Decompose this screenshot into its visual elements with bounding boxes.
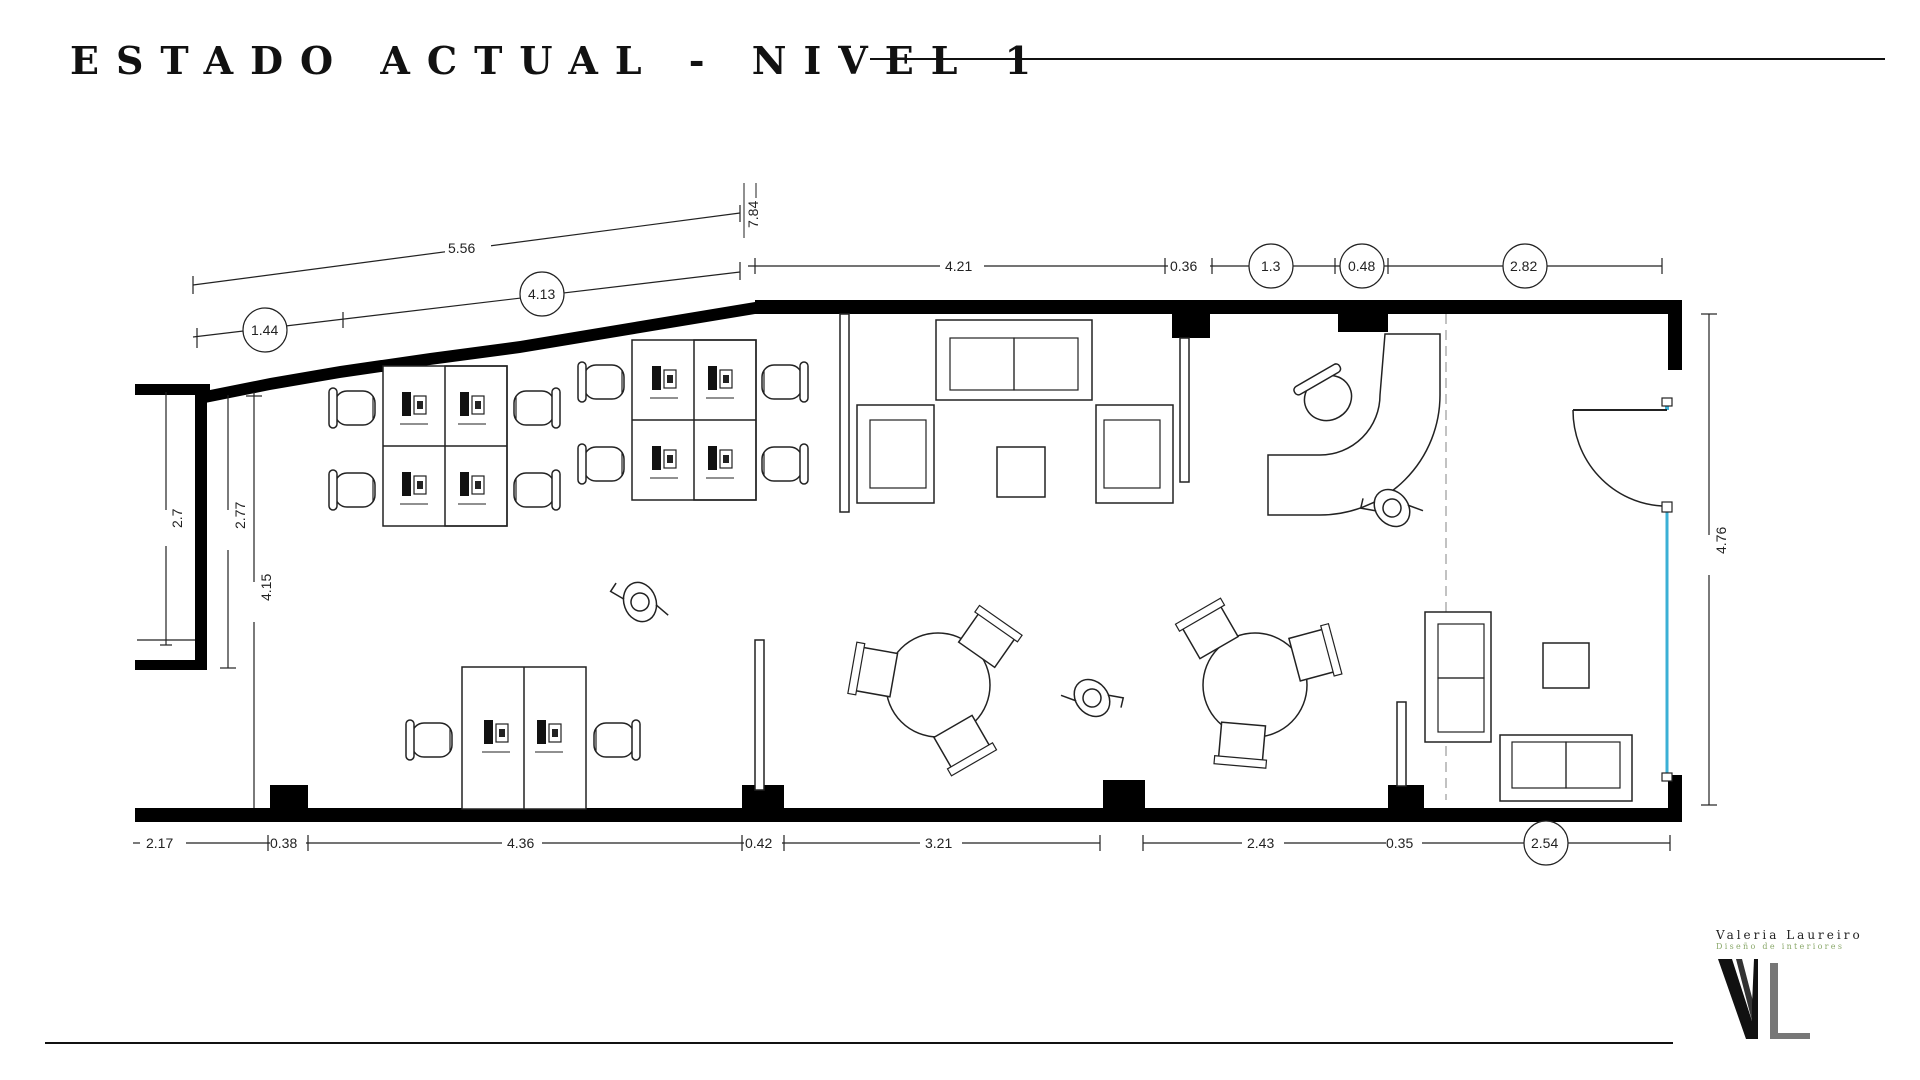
dim-top-diagonal-total: 5.56 <box>448 240 475 256</box>
dim-bottom-c: 4.36 <box>507 835 534 851</box>
partition <box>1179 337 1190 483</box>
dim-left-c: 4.15 <box>258 574 274 601</box>
workstation-cluster-2 <box>577 339 809 501</box>
sofa <box>1424 611 1492 743</box>
dim-top-c: 1.3 <box>1261 258 1281 274</box>
wall-bottom <box>135 808 1682 822</box>
coffee-table <box>996 446 1046 498</box>
column <box>1172 314 1210 338</box>
dim-bottom-g: 0.35 <box>1386 835 1413 851</box>
person-figure <box>1060 664 1128 733</box>
wall-left-top <box>135 384 210 395</box>
footer-divider <box>45 1042 1673 1044</box>
wall-right-upper <box>1668 300 1682 370</box>
dim-bottom-e: 3.21 <box>925 835 952 851</box>
entrance <box>1572 397 1673 782</box>
brand-logo: Valeria Laureiro Diseño de interiores <box>1716 928 1876 1046</box>
round-table-right <box>1174 597 1343 769</box>
workstation-cluster-1 <box>328 365 561 527</box>
column <box>1338 314 1388 332</box>
dim-left-a: 2.7 <box>169 508 185 528</box>
walls <box>135 300 1682 822</box>
svg-text:7.84: 7.84 <box>745 201 761 228</box>
column <box>1103 780 1145 810</box>
dim-top-a: 4.21 <box>945 258 972 274</box>
brand-tagline: Diseño de interiores <box>1716 942 1845 951</box>
partition <box>754 639 765 791</box>
reception-desk <box>1267 333 1441 516</box>
dim-top-e: 2.82 <box>1510 258 1537 274</box>
dim-top-d: 0.48 <box>1348 258 1375 274</box>
dimension-lines: 5.56 1.44 4.13 7.84 4.21 0.36 1.3 0.48 2… <box>133 183 1729 866</box>
dim-left-b: 2.77 <box>232 502 248 529</box>
partition <box>839 313 850 513</box>
dim-top-b: 0.36 <box>1170 258 1197 274</box>
dim-right-a: 4.76 <box>1713 527 1729 554</box>
vl-monogram-icon <box>1718 959 1810 1039</box>
dim-bottom-d: 0.42 <box>745 835 772 851</box>
dim-bottom-f: 2.43 <box>1247 835 1274 851</box>
wall-left-inner <box>195 392 207 668</box>
title-divider <box>870 58 1885 60</box>
dim-bottom-b: 0.38 <box>270 835 297 851</box>
dim-bottom-h: 2.54 <box>1531 835 1558 851</box>
dim-bottom-a: 2.17 <box>146 835 173 851</box>
lounge-area <box>856 319 1174 504</box>
dim-top-diagonal-b: 4.13 <box>528 286 555 302</box>
waiting-area <box>1424 611 1633 802</box>
partition <box>1396 701 1407 787</box>
column <box>270 785 308 809</box>
dim-top-diagonal-a: 1.44 <box>251 322 278 338</box>
column <box>1388 785 1424 809</box>
wall-top <box>755 300 1682 314</box>
wall-top-slanted <box>200 302 755 404</box>
door-swing <box>1572 409 1663 507</box>
workstation-cluster-3 <box>405 666 641 810</box>
wall-left-bottom <box>135 660 207 670</box>
round-table-left <box>847 604 1023 777</box>
page-title: ESTADO ACTUAL - NIVEL 1 <box>70 38 1049 83</box>
brand-name: Valeria Laureiro <box>1716 928 1863 942</box>
reception-area <box>1267 333 1441 542</box>
side-table <box>1542 642 1590 689</box>
person-figure <box>607 569 669 632</box>
